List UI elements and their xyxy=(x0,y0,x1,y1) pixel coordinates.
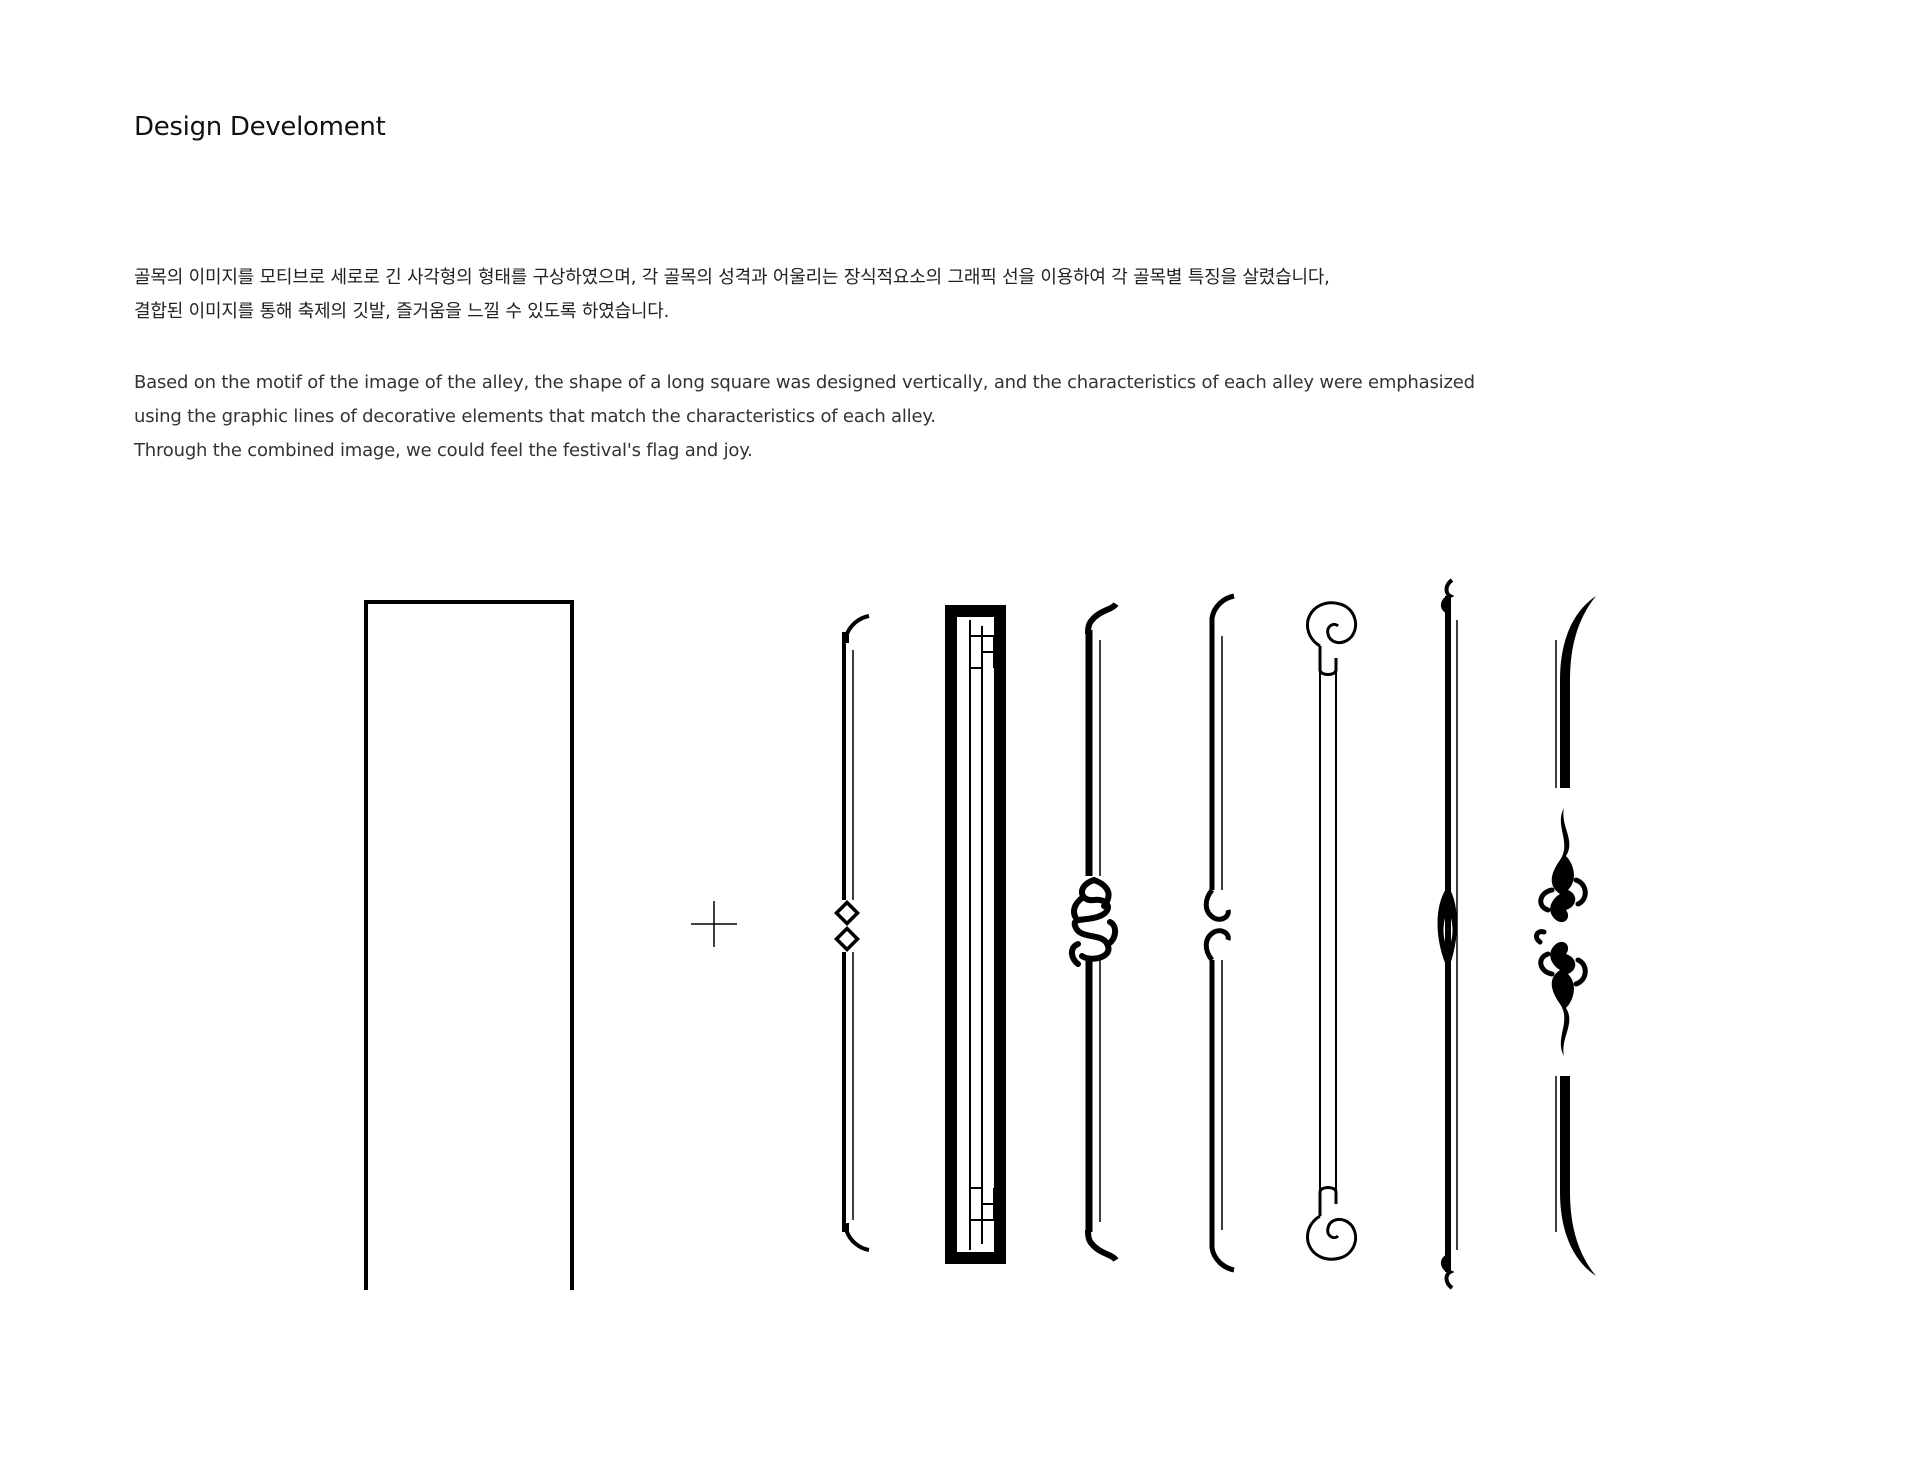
ornament-3-knot xyxy=(1069,877,1118,967)
page-title: Design Develoment xyxy=(134,112,386,142)
ornament-7-cloud-lower xyxy=(1550,941,1576,1056)
ornament-crescent-cloud xyxy=(1534,596,1596,1276)
ornament-5-top-spiral xyxy=(1306,601,1357,648)
ornament-cloud-knot xyxy=(1069,601,1119,1263)
ornament-4-bottom-curl xyxy=(1209,1236,1235,1273)
ornament-4-top-curl xyxy=(1209,593,1235,630)
ornament-3-bottom-curl xyxy=(1085,1229,1119,1263)
ornament-1-top-curl xyxy=(845,614,870,643)
korean-line-1: 골목의 이미지를 모티브로 세로로 긴 사각형의 형태를 구상하였으며, 각 골… xyxy=(134,267,1330,288)
alley-rectangle-outline xyxy=(364,600,574,1290)
ornament-lattice-frame xyxy=(945,605,1006,1264)
ornament-7-cloud-left-wisps xyxy=(1534,887,1555,977)
ornament-6-leaf xyxy=(1437,886,1457,970)
alley-rectangle-shape xyxy=(364,600,574,1290)
ornament-spiral-scroll xyxy=(1306,601,1357,1261)
english-description: Based on the motif of the image of the a… xyxy=(134,366,1634,468)
ornament-1-bottom-curl xyxy=(845,1223,870,1252)
english-line-3: Through the combined image, we could fee… xyxy=(134,440,753,461)
ornament-5-upper-join xyxy=(1318,646,1338,676)
ornament-7-cloud-right-wisps xyxy=(1573,877,1588,987)
english-line-2: using the graphic lines of decorative el… xyxy=(134,406,936,427)
design-illustration xyxy=(364,578,1596,1290)
ornament-2-bottom-lattice xyxy=(970,1187,995,1221)
ornament-diamond-chain xyxy=(834,614,870,1252)
ornament-2-top-lattice xyxy=(970,635,995,669)
ornament-twin-scroll xyxy=(1203,593,1235,1273)
ornament-7-cloud-upper xyxy=(1550,808,1576,923)
ornament-4-upper-scroll xyxy=(1203,888,1231,922)
ornament-7-bottom-crescent xyxy=(1560,1076,1596,1276)
korean-line-2: 결합된 이미지를 통해 축제의 깃발, 즐거움을 느낄 수 있도록 하였습니다. xyxy=(134,301,670,322)
ornament-2-thick-frame xyxy=(945,605,1006,1264)
ornament-5-lower-join xyxy=(1318,1186,1338,1216)
ornament-7-top-crescent xyxy=(1560,596,1596,788)
ornament-4-lower-scroll xyxy=(1203,928,1231,962)
english-line-1: Based on the motif of the image of the a… xyxy=(134,372,1475,393)
ornament-5-bottom-spiral xyxy=(1306,1214,1357,1261)
korean-description: 골목의 이미지를 모티브로 세로로 긴 사각형의 형태를 구상하였으며, 각 골… xyxy=(134,261,1634,329)
ornament-leaf-flourish xyxy=(1437,578,1458,1290)
ornament-1-diamonds xyxy=(834,900,860,952)
ornament-3-top-curl xyxy=(1085,601,1119,635)
plus-icon xyxy=(691,901,737,947)
